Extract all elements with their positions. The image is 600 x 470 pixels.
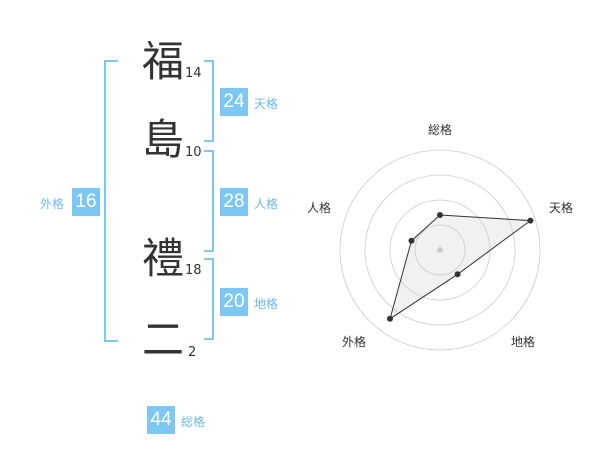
radar-ring-4 <box>339 149 541 351</box>
chikaku-value: 20 <box>220 288 248 316</box>
radar-ring-3 <box>364 174 516 326</box>
radar-point-5 <box>408 237 415 244</box>
radar-center-dot <box>437 247 443 253</box>
name-char-2: 島 <box>141 115 184 164</box>
stroke-count-4: 2 <box>188 345 197 360</box>
tenkaku-value: 24 <box>220 88 248 116</box>
jinkaku-label: 人格 <box>254 197 279 211</box>
name-char-3: 禮 <box>141 234 184 283</box>
chikaku-label: 地格 <box>254 297 279 311</box>
axis-label-jinkaku: 人格 <box>307 200 331 215</box>
gaikaku-bracket <box>104 60 118 342</box>
axis-label-tenkaku: 天格 <box>549 200 573 215</box>
soukaku-value: 44 <box>147 406 175 434</box>
axis-label-soukaku: 総格 <box>428 122 452 137</box>
radar-point-2 <box>527 217 534 224</box>
tenkaku-bracket <box>204 60 214 142</box>
axis-label-chikaku: 地格 <box>511 334 535 349</box>
axis-label-gaikaku: 外格 <box>342 334 366 349</box>
tenkaku-label: 天格 <box>254 97 279 111</box>
name-char-4: 二 <box>141 315 184 364</box>
jinkaku-value: 28 <box>220 188 248 216</box>
radar-point-1 <box>437 212 443 218</box>
gaikaku-label: 外格 <box>40 197 65 211</box>
radar-point-4 <box>387 315 393 322</box>
soukaku-label: 総格 <box>181 415 206 429</box>
stroke-count-1: 14 <box>185 66 202 81</box>
stroke-count-2: 10 <box>185 145 202 160</box>
jinkaku-bracket <box>204 150 214 252</box>
name-char-1: 福 <box>141 37 184 86</box>
radar-grid <box>339 149 541 351</box>
radar-ring-1 <box>414 224 466 276</box>
radar-area <box>389 214 532 320</box>
gaikaku-value: 16 <box>72 188 100 216</box>
radar-point-3 <box>454 271 461 278</box>
radar-points <box>387 212 534 322</box>
stroke-count-3: 18 <box>185 263 202 278</box>
chikaku-bracket <box>204 258 214 340</box>
radar-chart: 総格 天格 地格 外格 人格 <box>307 122 573 351</box>
